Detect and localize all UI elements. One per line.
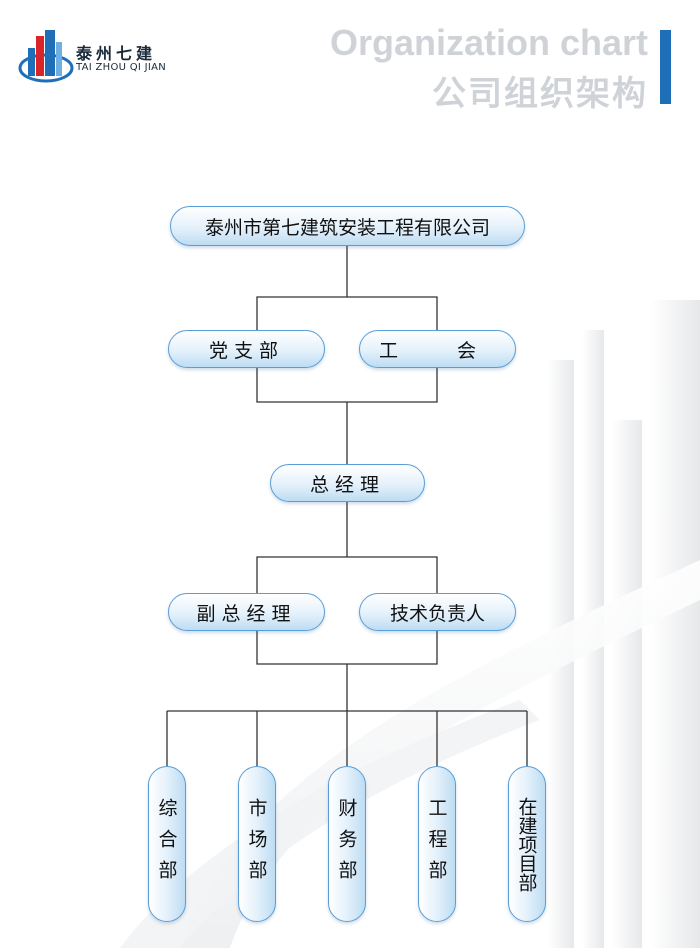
node-dept-finance: 财务部 [328,766,366,922]
connector-department-bus [166,710,528,766]
connector-gm-to-deputies [256,502,438,593]
connector-company-to-party [256,246,348,330]
node-party-branch: 党支部 [168,330,325,368]
node-general-manager: 总经理 [270,464,425,502]
node-dept-projects: 在建项目部 [508,766,546,922]
node-dept-general: 综合部 [148,766,186,922]
node-company: 泰州市第七建筑安装工程有限公司 [170,206,525,246]
connector-deputies-to-departments [256,631,438,711]
node-deputy-gm: 副总经理 [168,593,325,631]
node-union: 工 会 [359,330,516,368]
logo-name-en: TAI ZHOU QI JIAN [76,62,167,73]
connector-party-union-to-gm [256,368,438,464]
company-logo [18,30,74,83]
header-accent-bar [660,30,671,104]
page-title-en: Organization chart [329,22,648,63]
logo-name-cn: 泰州七建 [76,44,157,63]
node-technical-head: 技术负责人 [359,593,516,631]
node-dept-engineering: 工程部 [418,766,456,922]
node-dept-market: 市场部 [238,766,276,922]
connector-company-to-union [347,296,438,330]
page-title-cn: 公司组织架构 [432,74,648,114]
